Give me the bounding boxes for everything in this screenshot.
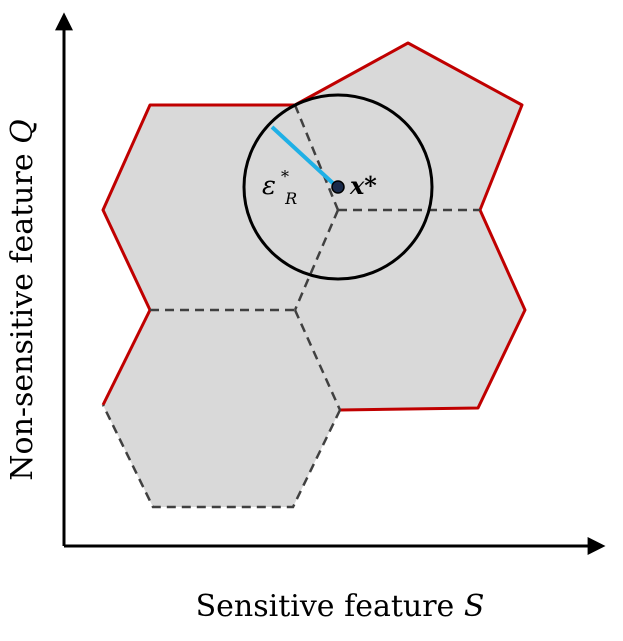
axes [55, 12, 606, 555]
radius-superscript: * [281, 167, 289, 186]
hexagon-regions [103, 43, 525, 507]
radius-symbol: ε [262, 171, 276, 201]
radius-label: ε * R [262, 167, 297, 208]
x-axis-label: Sensitive feature S [196, 589, 485, 624]
y-axis-label: Non-sensitive feature Q [5, 119, 40, 480]
boundary-lower-left [101, 309, 152, 406]
boundary-upper [101, 41, 527, 412]
internal-edges [101, 104, 480, 509]
robustness-circle [242, 93, 434, 281]
internal-edge-bottom-hexagon [101, 404, 342, 509]
hexagon-middle-right [295, 210, 525, 410]
hexagon-bottom-left [103, 310, 340, 507]
point-label: x* [349, 171, 377, 200]
internal-edge-diagonal-center [293, 209, 340, 311]
internal-edge-diagonal-lower [293, 309, 342, 411]
point-x-star [331, 180, 345, 194]
radius-line [270, 125, 338, 188]
internal-edge-vertical-top [293, 104, 340, 211]
decision-boundary [101, 41, 527, 412]
radius-subscript: R [284, 189, 297, 208]
hexagon-top-left [103, 105, 338, 310]
